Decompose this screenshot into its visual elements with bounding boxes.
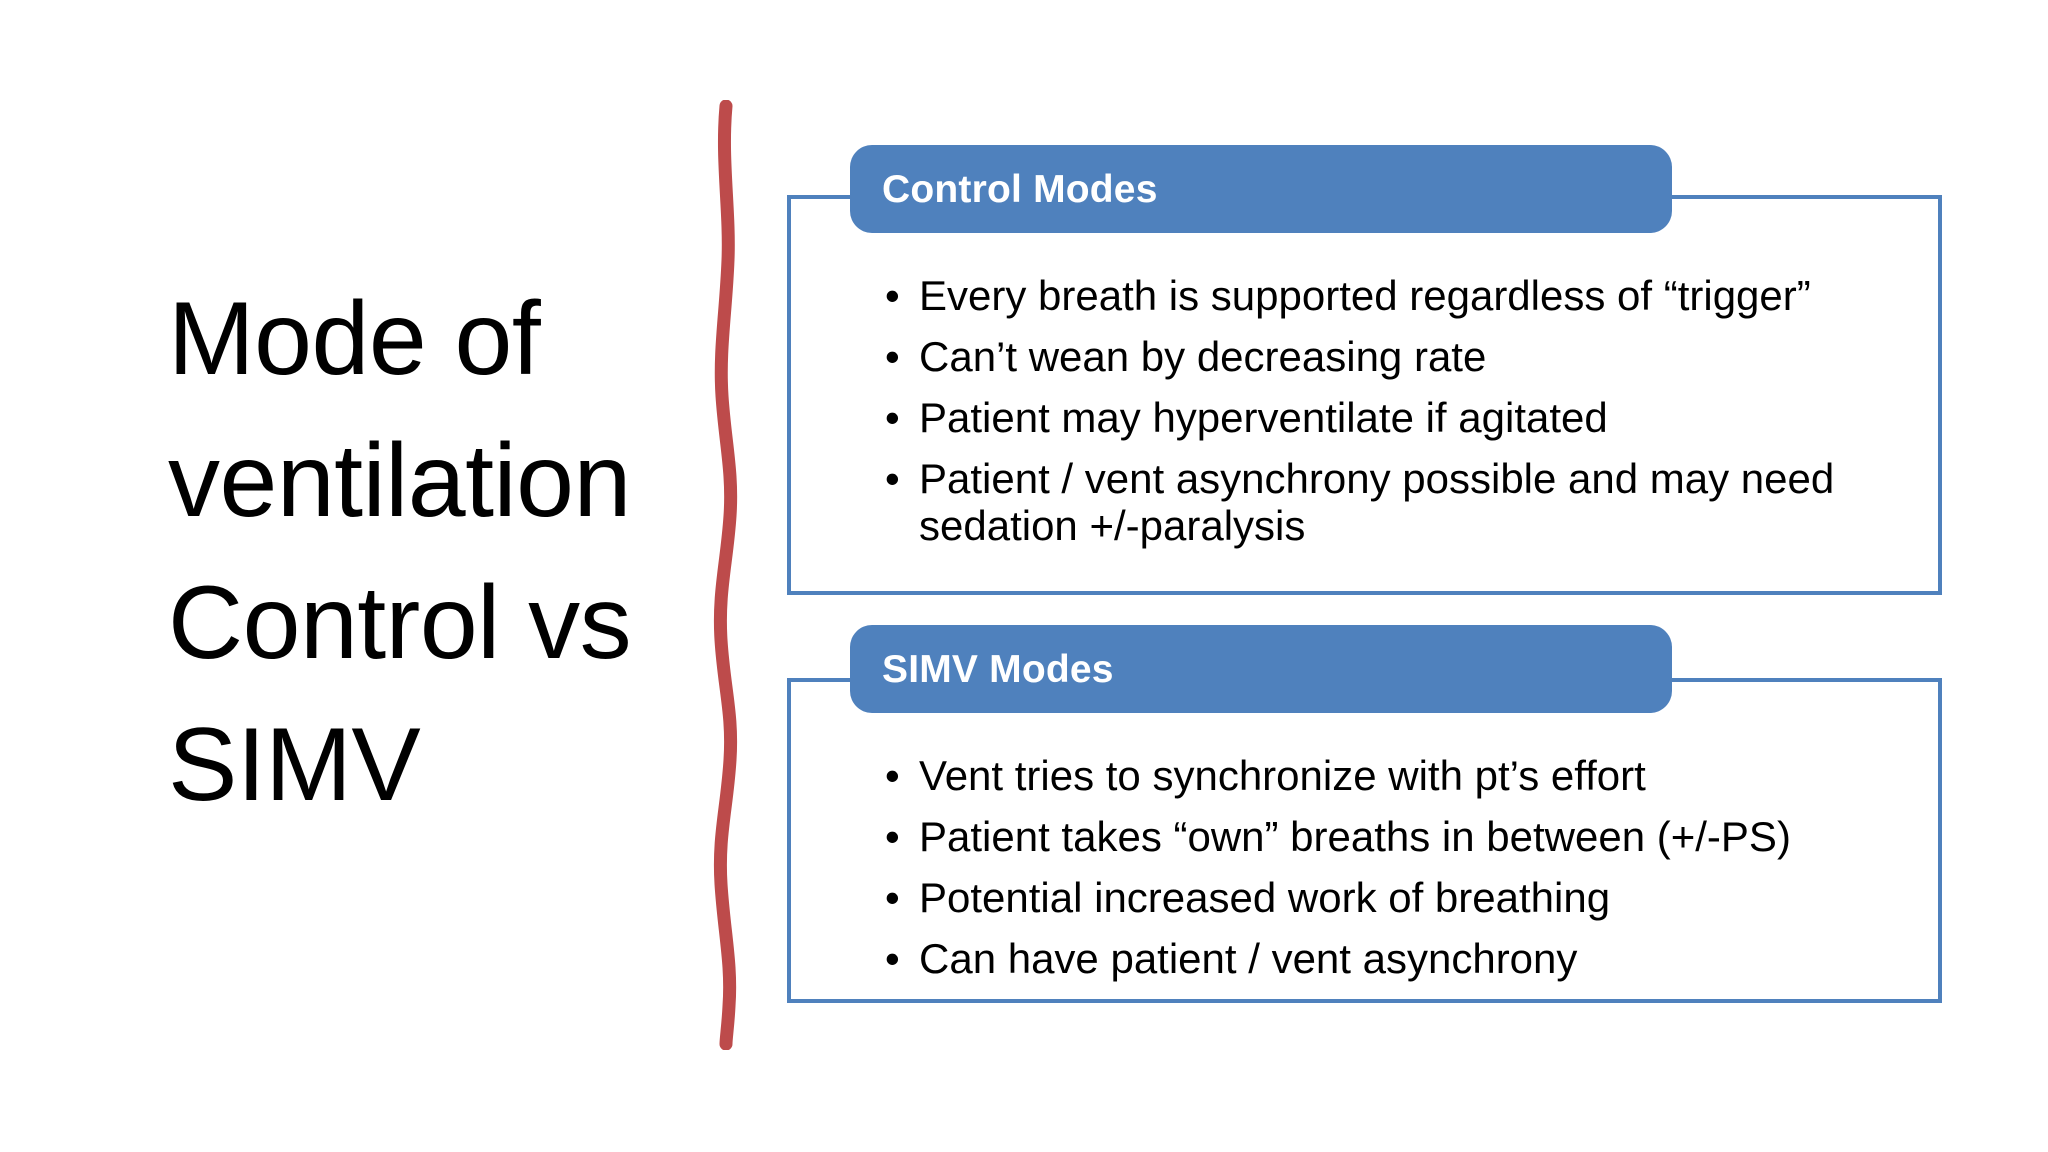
list-item: • Patient may hyperventilate if agitated: [877, 394, 1887, 441]
section-header-pill-simv[interactable]: SIMV Modes: [850, 625, 1672, 713]
list-item: • Every breath is supported regardless o…: [877, 272, 1887, 319]
section-header-label: Control Modes: [882, 167, 1158, 211]
bullet-dot-icon: •: [885, 272, 900, 319]
section-header-label: SIMV Modes: [882, 647, 1114, 691]
red-brush-stroke-divider-icon: [713, 100, 738, 1050]
list-item-text: Patient may hyperventilate if agitated: [919, 394, 1608, 441]
bullet-dot-icon: •: [885, 874, 900, 921]
list-item-text: Can’t wean by decreasing rate: [919, 333, 1487, 380]
list-item-text: Can have patient / vent asynchrony: [919, 935, 1578, 982]
bullet-list-simv: • Vent tries to synchronize with pt’s ef…: [877, 752, 1887, 996]
bullet-list-control: • Every breath is supported regardless o…: [877, 272, 1887, 563]
list-item: • Potential increased work of breathing: [877, 874, 1887, 921]
section-header-pill-control[interactable]: Control Modes: [850, 145, 1672, 233]
list-item-text: Patient / vent asynchrony possible and m…: [919, 455, 1835, 549]
bullet-dot-icon: •: [885, 935, 900, 982]
list-item-text: Patient takes “own” breaths in between (…: [919, 813, 1791, 860]
list-item: • Patient takes “own” breaths in between…: [877, 813, 1887, 860]
list-item-text: Potential increased work of breathing: [919, 874, 1611, 921]
list-item-text: Vent tries to synchronize with pt’s effo…: [919, 752, 1646, 799]
bullet-dot-icon: •: [885, 455, 900, 502]
page-title: Mode of ventilation Control vs SIMV: [168, 281, 632, 823]
list-item: • Can have patient / vent asynchrony: [877, 935, 1887, 982]
list-item: • Vent tries to synchronize with pt’s ef…: [877, 752, 1887, 799]
bullet-dot-icon: •: [885, 394, 900, 441]
list-item: • Patient / vent asynchrony possible and…: [877, 455, 1887, 549]
bullet-dot-icon: •: [885, 333, 900, 380]
bullet-dot-icon: •: [885, 752, 900, 799]
bullet-dot-icon: •: [885, 813, 900, 860]
list-item: • Can’t wean by decreasing rate: [877, 333, 1887, 380]
list-item-text: Every breath is supported regardless of …: [919, 272, 1811, 319]
